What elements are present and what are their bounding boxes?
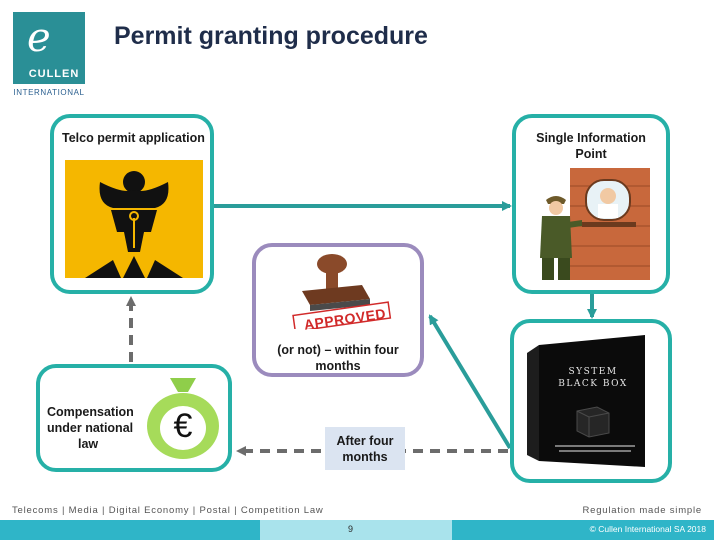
- compensation-label-line3: law: [78, 437, 99, 451]
- copyright: © Cullen International SA 2018: [589, 524, 706, 534]
- after-label-line2: months: [342, 450, 388, 464]
- footer-tagline: Regulation made simple: [582, 505, 702, 516]
- after-label-line1: After four: [336, 434, 394, 448]
- rubber-stamp-icon: [292, 254, 392, 329]
- approved-label-line1: (or not) – within four: [277, 343, 399, 357]
- sip-label-line2: Point: [575, 147, 607, 161]
- bomb-icon: [65, 160, 203, 278]
- blackbox-title-line2: BLACK BOX: [558, 379, 628, 389]
- compensation-label-line1: Compensation: [47, 405, 134, 419]
- logo-box: e CULLEN: [13, 12, 85, 84]
- footer-bar-left: [0, 520, 260, 540]
- logo-brand: CULLEN: [28, 68, 80, 80]
- telco-permit-card: Telco permit application: [50, 114, 214, 294]
- blackbox-title-line1: SYSTEM: [568, 367, 618, 377]
- cullen-logo: e CULLEN INTERNATIONAL: [8, 12, 86, 100]
- sip-card: Single Information Point: [512, 114, 670, 294]
- page-title: Permit granting procedure: [114, 22, 428, 50]
- euro-money-bag-icon: [147, 378, 219, 459]
- footer-topics: Telecoms | Media | Digital Economy | Pos…: [12, 505, 324, 516]
- telco-permit-label: Telco permit application: [62, 131, 205, 145]
- sip-label-line1: Single Information: [536, 131, 646, 145]
- after-four-months-box: After four months: [325, 427, 405, 470]
- arrow-blackbox-to-approved: [428, 314, 512, 450]
- approved-label-line2: months: [315, 359, 361, 373]
- blackbox-card: SYSTEM BLACK BOX: [510, 319, 672, 483]
- footer-bar-right: [452, 520, 714, 540]
- compensation-card: Compensation under national law €: [36, 364, 232, 472]
- page-number: 9: [348, 524, 354, 534]
- compensation-label-line2: under national: [47, 421, 134, 435]
- logo-subtitle: INTERNATIONAL: [13, 88, 85, 97]
- footer-bar-middle: [260, 520, 452, 540]
- logo-mark: e: [27, 15, 51, 61]
- black-box-icon: [527, 335, 645, 467]
- approved-card: APPROVED (or not) – within four months: [252, 243, 424, 377]
- clerk-window-icon: [540, 168, 650, 280]
- euro-symbol: €: [173, 407, 193, 445]
